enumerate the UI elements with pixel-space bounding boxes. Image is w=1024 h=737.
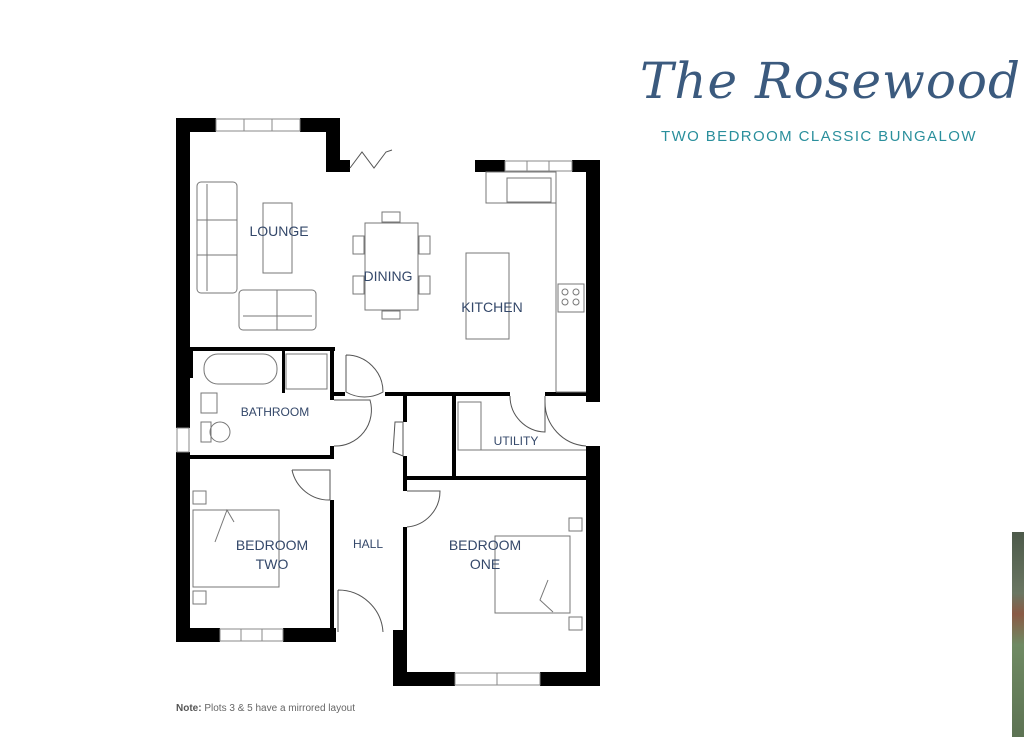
utility-sink [457,401,482,451]
room-label-bedroom-one: BEDROOM [449,537,521,553]
coffee-table [262,202,293,274]
shower [285,353,328,390]
bed-two [192,509,280,588]
room-label-lounge: LOUNGE [249,223,308,239]
room-label-bathroom: BATHROOM [241,405,309,419]
layout-note: Note: Plots 3 & 5 have a mirrored layout [176,703,355,714]
note-label: Note: [176,703,202,714]
room-label-hall: HALL [353,537,383,551]
bifold-door [349,149,393,169]
fixtures [192,171,586,631]
bed-one [494,535,571,614]
room-label-kitchen: KITCHEN [461,299,522,315]
dining-table [364,222,419,311]
doors [291,149,587,633]
internal-walls [190,347,586,632]
kitchen-island [465,252,510,340]
windows [176,118,573,686]
house-type-subtitle: TWO BEDROOM CLASSIC BUNGALOW [661,128,977,145]
room-label-bedroom-two: BEDROOM [236,537,308,553]
outer-walls [176,118,600,686]
development-title: The Rosewood [640,52,1022,110]
note-text: Plots 3 & 5 have a mirrored layout [204,703,355,714]
room-label-bedroom-one-line2: ONE [470,556,500,572]
room-label-bedroom-two-line2: TWO [256,556,289,572]
basin [200,392,218,414]
toilet [209,421,231,443]
kitchen-counter [485,171,557,204]
sofa [196,181,238,294]
exterior-photo-edge [1012,532,1024,737]
bath [203,353,278,385]
room-label-utility: UTILITY [494,434,539,448]
room-labels: LOUNGE DINING KITCHEN BATHROOM UTILITY H… [236,223,539,572]
hob [557,283,585,313]
room-label-dining: DINING [364,268,413,284]
kitchen-sink [506,177,552,203]
